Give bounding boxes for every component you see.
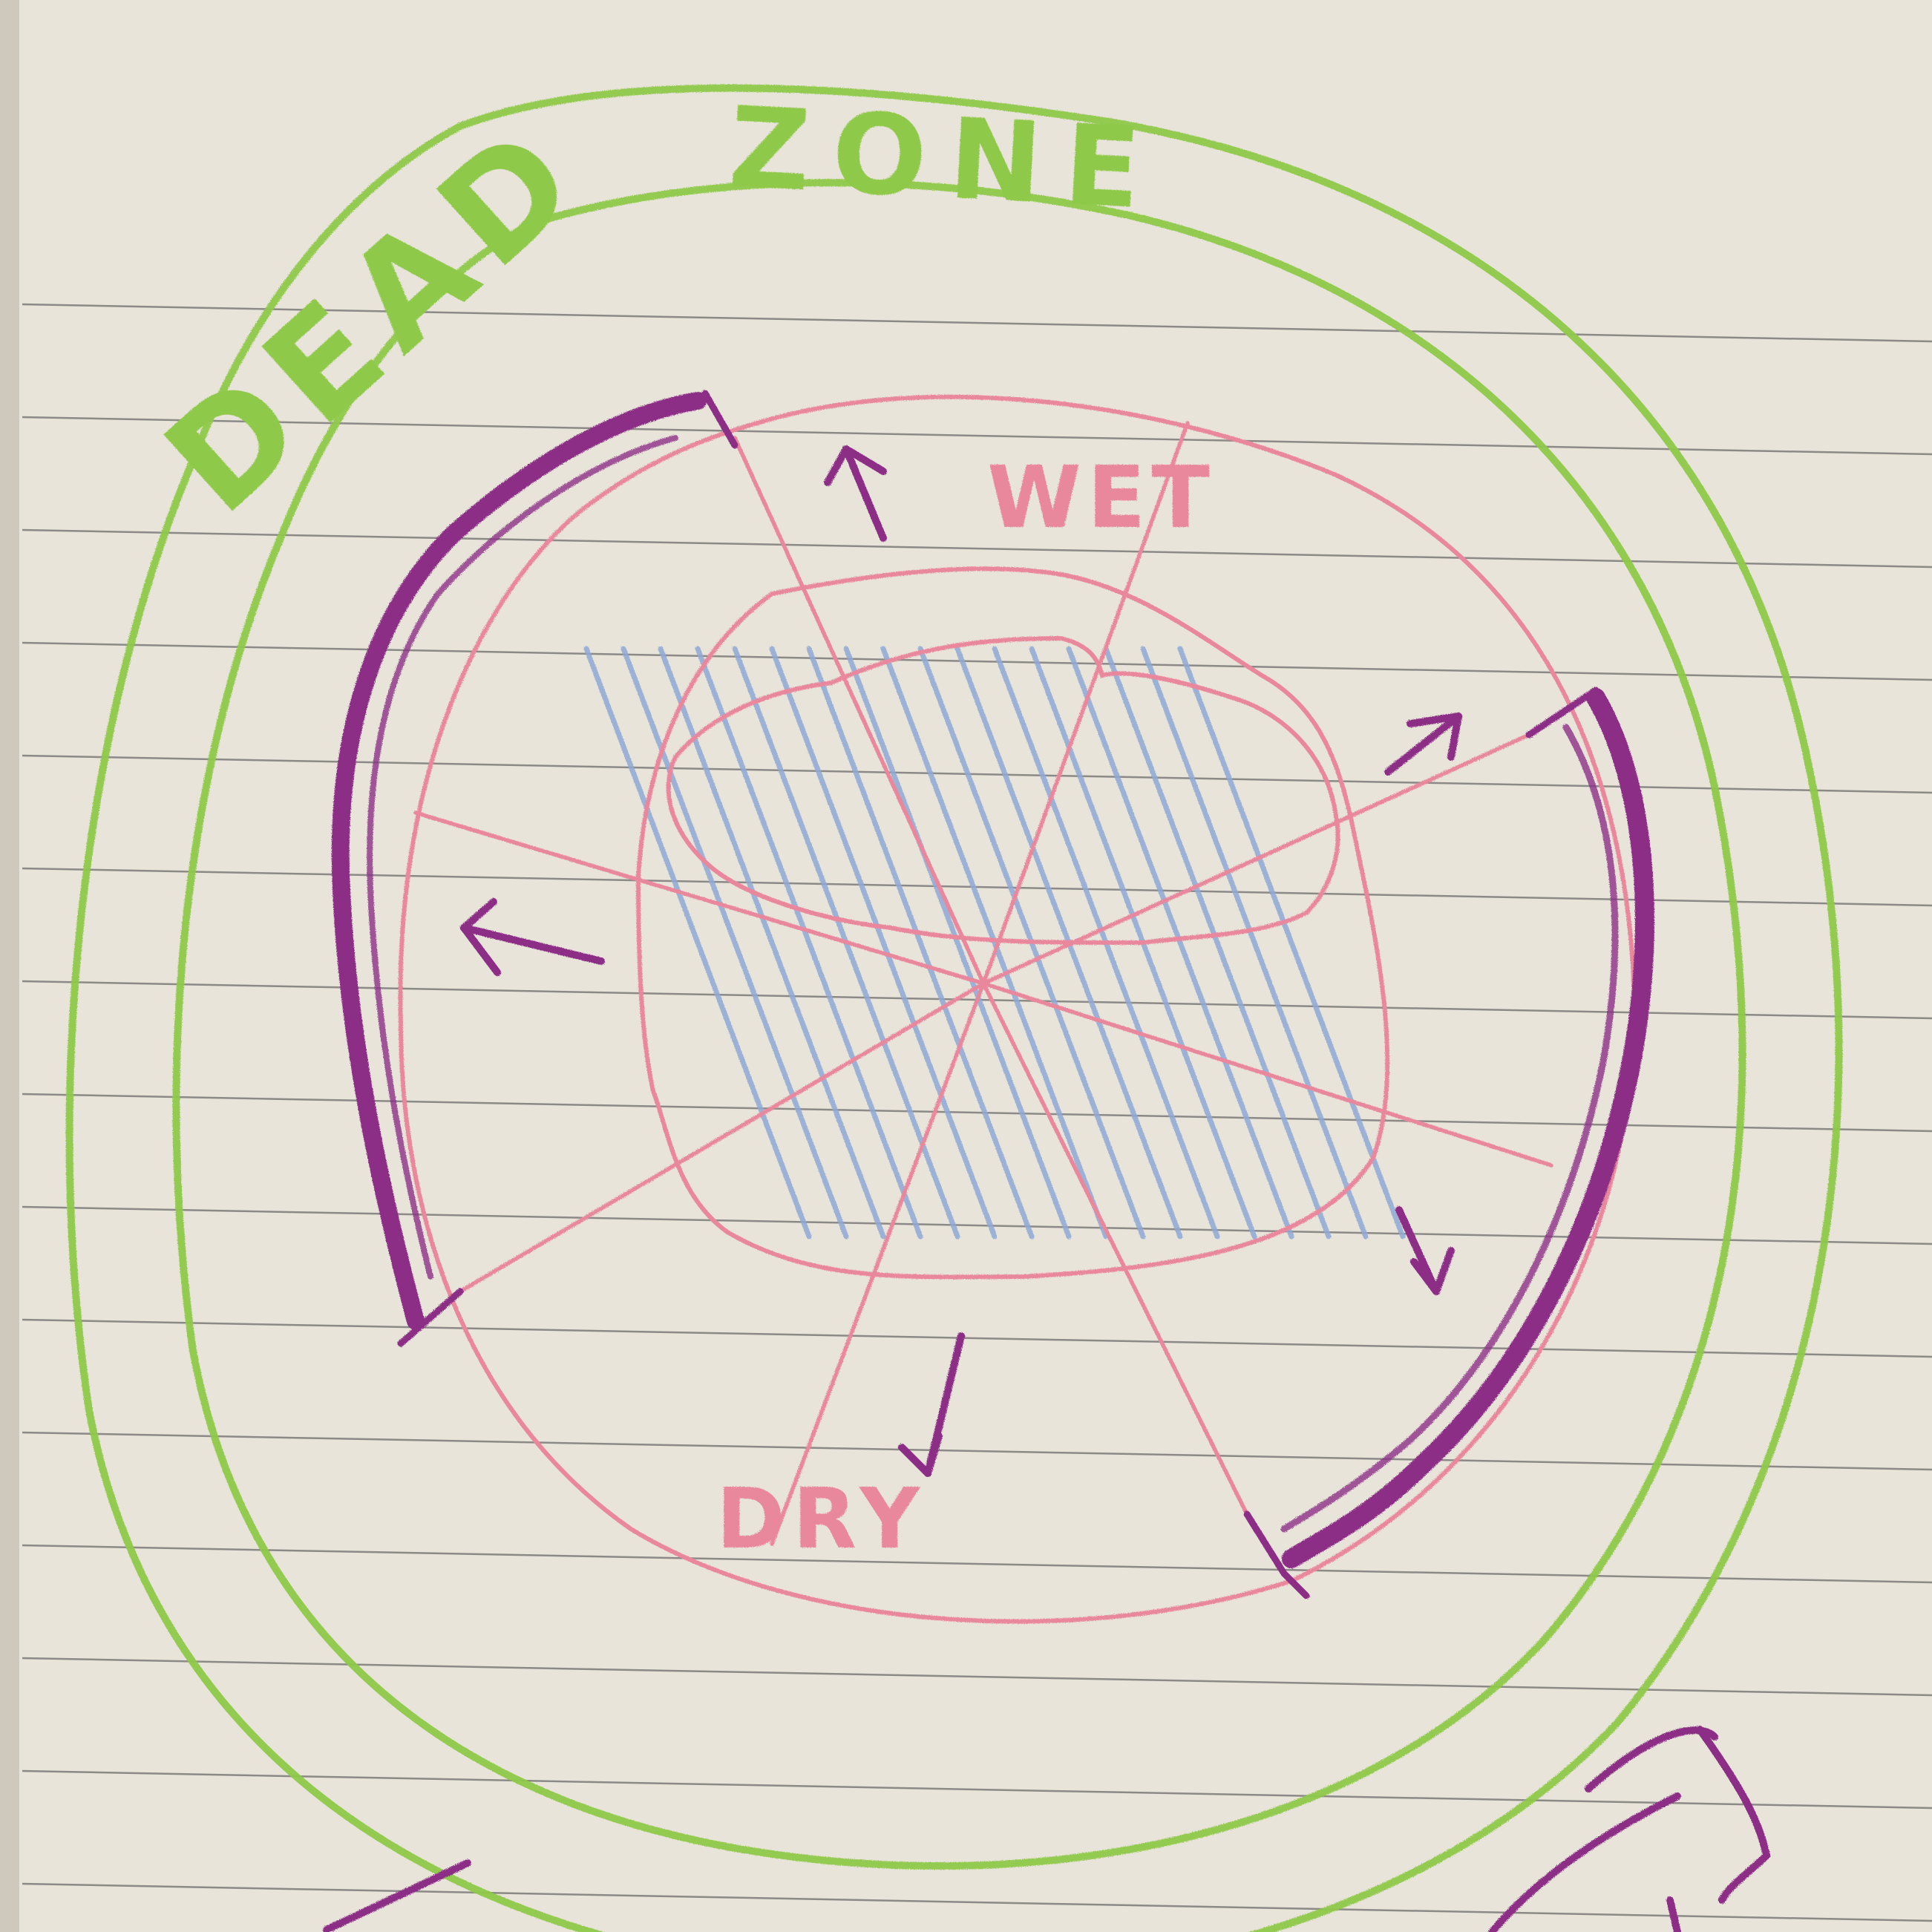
ruled-line bbox=[22, 303, 1932, 343]
radial-line-bottom-left bbox=[770, 981, 986, 1546]
ruled-line bbox=[22, 1205, 1932, 1245]
purple-boundary-arcs bbox=[331, 390, 1654, 1599]
hatch-stroke bbox=[843, 646, 1072, 1240]
zone-label: ZONE bbox=[726, 83, 1166, 235]
radial-line-lower-left bbox=[458, 981, 986, 1294]
radial-line-top-left bbox=[733, 436, 986, 986]
arrow-up-icon bbox=[824, 445, 887, 542]
dead-zone-rings bbox=[65, 84, 1843, 1932]
page-left-edge bbox=[0, 0, 19, 1932]
inner-green-ring bbox=[172, 179, 1746, 1870]
radial-line-top-right bbox=[981, 421, 1190, 986]
ruled-line bbox=[22, 1544, 1932, 1584]
hatch-stroke bbox=[583, 646, 812, 1240]
middle-pink-ring bbox=[635, 566, 1390, 1280]
purple-partial-drawing-bottom-right bbox=[1488, 1726, 1771, 1932]
outer-pink-ring bbox=[398, 394, 1637, 1624]
radial-line-left bbox=[413, 811, 986, 986]
hatch-stroke bbox=[695, 646, 923, 1240]
hatch-stroke bbox=[658, 646, 886, 1240]
hatch-stroke bbox=[620, 646, 849, 1240]
hatch-stroke bbox=[1140, 646, 1369, 1240]
ruled-lines bbox=[22, 303, 1932, 1922]
pink-radial-lines bbox=[413, 421, 1553, 1546]
hatch-stroke bbox=[880, 646, 1109, 1240]
purple-arrows bbox=[460, 445, 1462, 1477]
ruled-line bbox=[22, 1769, 1932, 1810]
ruled-line bbox=[22, 1431, 1932, 1471]
purple-bracket-left bbox=[397, 390, 739, 1347]
outer-green-ring bbox=[65, 84, 1843, 1932]
arrow-lower-right-icon bbox=[1395, 1206, 1455, 1295]
hatch-stroke bbox=[806, 646, 1035, 1240]
arrow-left-icon bbox=[460, 898, 605, 976]
purple-bracket-right bbox=[1243, 687, 1599, 1599]
purple-arc-left bbox=[331, 392, 707, 1330]
radial-line-bottom-right bbox=[981, 981, 1249, 1516]
radial-line-upper-right bbox=[981, 733, 1531, 986]
purple-arc-right bbox=[1282, 688, 1654, 1568]
hatch-stroke bbox=[1103, 646, 1332, 1240]
purple-arc-right-inner bbox=[1280, 724, 1619, 1533]
ruled-line bbox=[22, 1882, 1932, 1922]
ruled-line bbox=[22, 528, 1932, 569]
purple-stray-stroke-bottom-left bbox=[323, 1859, 471, 1932]
ruled-line bbox=[22, 416, 1932, 456]
ruled-line bbox=[22, 1657, 1932, 1697]
purple-arc-left-inner bbox=[367, 435, 678, 1280]
hatch-stroke bbox=[1066, 646, 1294, 1240]
ruled-line bbox=[22, 1318, 1932, 1358]
bottom-page-marks bbox=[323, 1726, 1771, 1932]
ruled-line bbox=[22, 641, 1932, 681]
radial-line-right bbox=[981, 981, 1553, 1168]
hatch-stroke bbox=[1177, 646, 1406, 1240]
dry-label: DRY bbox=[716, 1471, 927, 1568]
wet-label: WET bbox=[987, 448, 1216, 548]
hatch-stroke bbox=[769, 646, 998, 1240]
arrow-upper-right-icon bbox=[1384, 713, 1462, 776]
arrow-down-icon bbox=[898, 1332, 965, 1477]
